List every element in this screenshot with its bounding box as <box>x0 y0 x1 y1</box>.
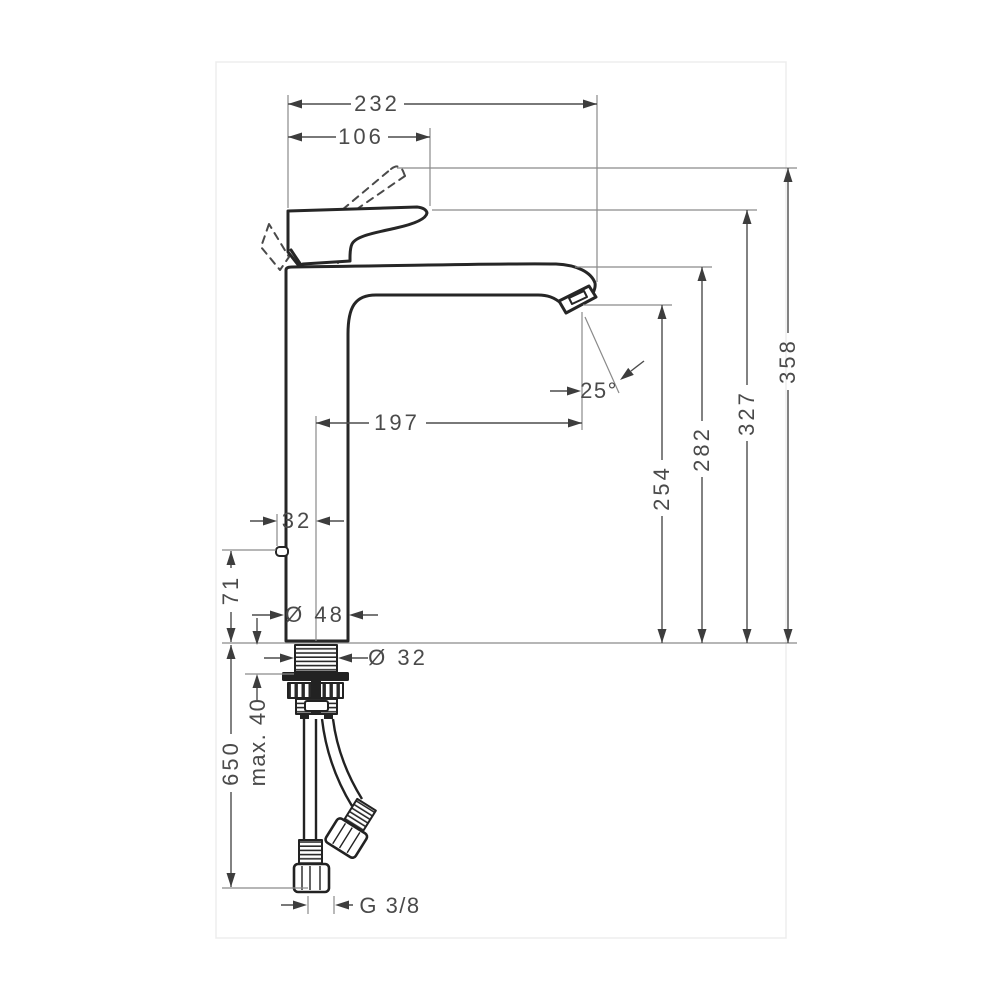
dim-body-diameter: Ø 48 <box>285 602 345 627</box>
dim-connection-thread: G 3/8 <box>359 893 420 918</box>
faucet-illustration <box>260 165 598 894</box>
pull-rod-knob <box>275 546 289 557</box>
mounting-nut <box>287 681 344 719</box>
frame-border <box>215 61 787 939</box>
dim-height-total: 358 <box>775 338 800 384</box>
connection-hose-angled <box>320 718 377 860</box>
handle-heel-line <box>289 248 303 267</box>
threaded-shank <box>294 644 338 673</box>
dimension-lines <box>226 99 793 910</box>
dim-shank-diameter: Ø 32 <box>368 645 428 670</box>
dim-height-handle: 327 <box>734 390 759 436</box>
faucet-body-spout <box>284 262 597 643</box>
dim-handle-width: 106 <box>338 124 384 149</box>
flange-washer <box>282 672 349 681</box>
dim-spray-angle: 25° <box>580 378 618 403</box>
dim-spout-reach: 197 <box>374 410 420 435</box>
aerator <box>557 284 598 315</box>
dim-max-mounting-thickness: max. 40 <box>245 698 270 787</box>
dimension-labels: 232 106 358 327 282 254 197 25° 32 71 65… <box>218 91 800 918</box>
dim-height-spout-top: 282 <box>689 426 714 472</box>
reference-lines <box>222 95 797 914</box>
dim-hose-length: 650 <box>218 740 243 786</box>
dim-rod-height: 71 <box>218 575 243 605</box>
dim-total-width: 232 <box>354 91 400 116</box>
dim-height-outlet: 254 <box>649 465 674 511</box>
dim-rod-offset: 32 <box>282 508 312 533</box>
connection-hose-straight <box>292 719 331 894</box>
handle-lever <box>286 205 429 268</box>
